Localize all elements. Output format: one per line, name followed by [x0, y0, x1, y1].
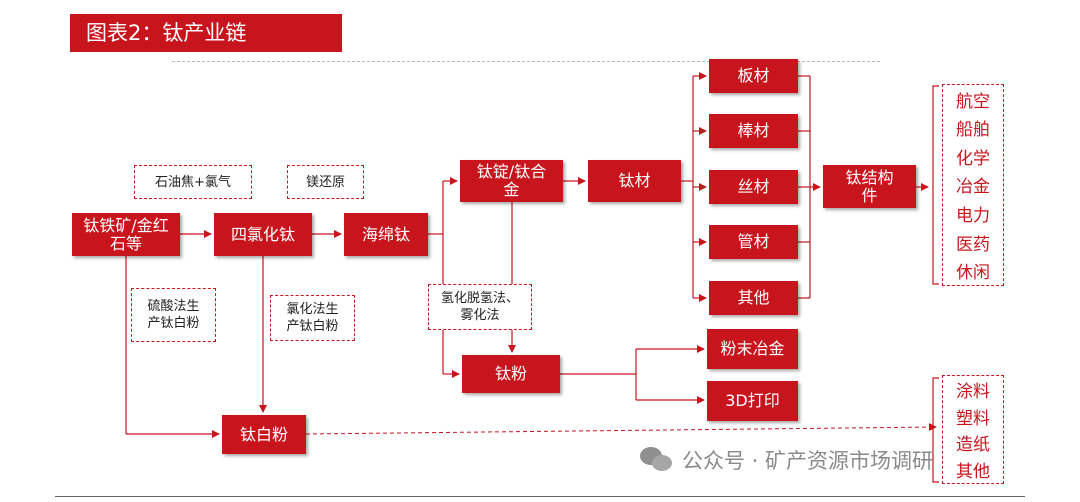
node-tube: 管材 — [709, 225, 798, 259]
node-rod: 棒材 — [709, 114, 798, 148]
node-ti-material: 钛材 — [588, 160, 681, 202]
node-ti-powder: 钛粉 — [462, 355, 560, 393]
application-item: 造纸 — [956, 435, 990, 456]
page-title: 图表2：钛产业链 — [70, 14, 342, 52]
application-item: 化学 — [956, 148, 990, 169]
node-other-material: 其他 — [709, 281, 798, 315]
node-3d-printing: 3D打印 — [707, 381, 798, 421]
note-coke-chlorine: 石油焦+氯气 — [134, 165, 252, 199]
node-ti-structure: 钛结构件 — [823, 165, 916, 208]
node-powder-metallurgy: 粉末冶金 — [707, 329, 798, 369]
note-chloride-process: 氯化法生产钛白粉 — [270, 295, 355, 341]
application-item: 涂料 — [956, 381, 990, 402]
application-item: 休闲 — [956, 263, 990, 284]
node-plate: 板材 — [709, 59, 798, 93]
application-item: 医药 — [956, 234, 990, 255]
application-item: 船舶 — [956, 120, 990, 141]
node-ticl4: 四氯化钛 — [214, 213, 312, 256]
node-tio2: 钛白粉 — [222, 415, 306, 454]
application-item: 其他 — [956, 462, 990, 483]
wechat-icon — [640, 447, 674, 473]
title-divider — [172, 61, 880, 62]
application-item: 航空 — [956, 91, 990, 112]
applications-tio2: 涂料 塑料 造纸 其他 — [942, 375, 1004, 484]
note-mg-reduction: 镁还原 — [287, 165, 364, 199]
node-ingot-alloy: 钛锭/钛合金 — [460, 160, 563, 202]
application-item: 塑料 — [956, 408, 990, 429]
note-hdh-atomization: 氢化脱氢法、雾化法 — [428, 284, 532, 330]
watermark: 公众号 · 矿产资源市场调研 — [640, 445, 933, 475]
node-ore: 钛铁矿/金红石等 — [72, 213, 180, 256]
node-sponge-titanium: 海绵钛 — [344, 213, 428, 256]
note-sulfuric-process: 硫酸法生产钛白粉 — [131, 288, 216, 342]
application-item: 电力 — [956, 206, 990, 227]
node-wire: 丝材 — [709, 170, 798, 204]
applications-structure: 航空 船舶 化学 冶金 电力 医药 休闲 — [942, 84, 1004, 286]
application-item: 冶金 — [956, 177, 990, 198]
watermark-text: 公众号 · 矿产资源市场调研 — [682, 449, 934, 473]
bottom-divider — [55, 496, 1025, 497]
